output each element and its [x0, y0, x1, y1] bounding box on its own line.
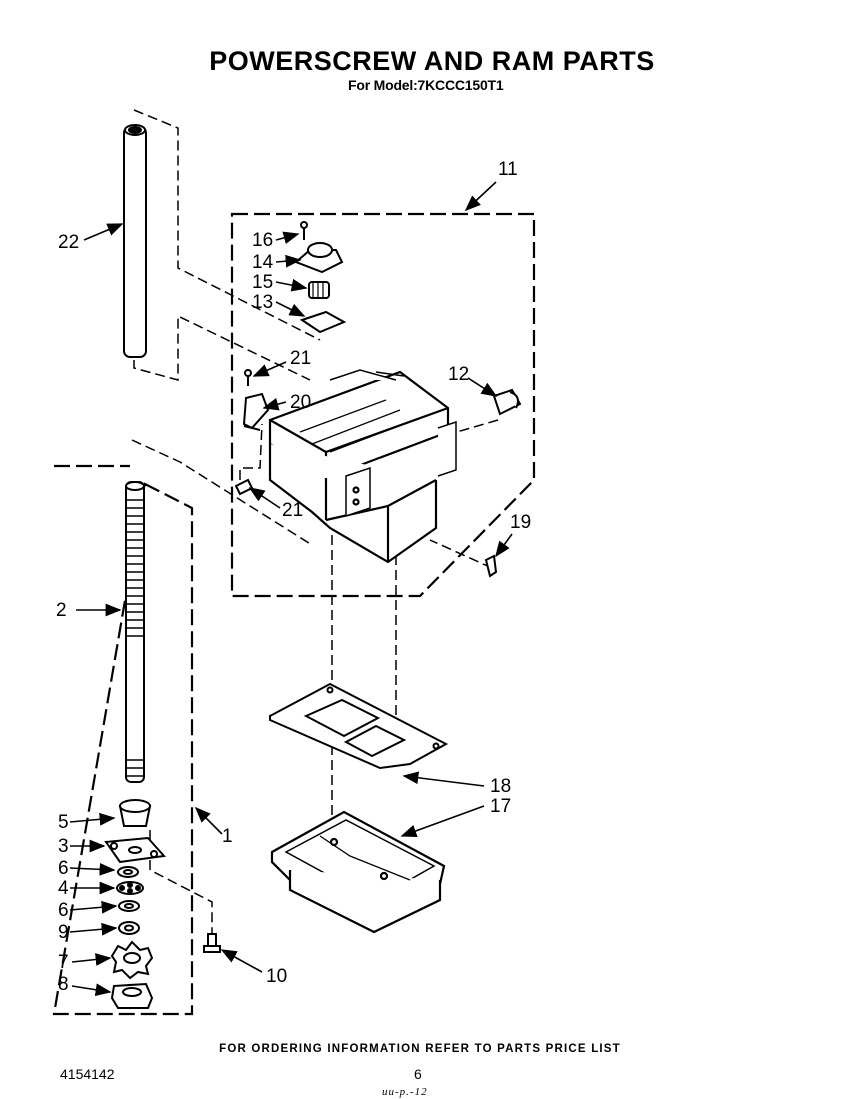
callout-10: 10 — [266, 966, 287, 987]
callout-11: 11 — [498, 159, 518, 180]
part-21-screw-upper — [244, 369, 252, 386]
page-title: POWERSCREW AND RAM PARTS — [209, 46, 655, 76]
leader-lines — [131, 109, 499, 936]
callout-18: 18 — [490, 776, 511, 797]
callout-14: 14 — [252, 252, 274, 273]
part-16-screw — [300, 221, 308, 240]
part-13-bracket — [299, 310, 347, 334]
part-4-bearing — [116, 881, 144, 895]
part-12-clip — [492, 388, 522, 416]
ordering-note: FOR ORDERING INFORMATION REFER TO PARTS … — [219, 1043, 621, 1055]
part-6-washer-lower — [118, 900, 140, 912]
callout-9: 9 — [58, 922, 69, 943]
callout-3: 3 — [58, 836, 69, 857]
callout-17: 17 — [490, 796, 511, 817]
part-21-screw-lower — [234, 478, 254, 496]
model-line: For Model:7KCCC150T1 — [348, 77, 504, 93]
callout-13: 13 — [252, 292, 273, 313]
callout-4: 4 — [58, 878, 69, 899]
part-9-washer — [118, 921, 140, 935]
document-number: 4154142 — [60, 1066, 115, 1082]
callout-7: 7 — [58, 952, 69, 973]
part-3-plate — [104, 836, 166, 864]
callout-arrows — [69, 181, 513, 997]
callout-16: 16 — [252, 230, 273, 251]
callout-22: 22 — [58, 232, 79, 253]
part-18-gasket — [269, 682, 449, 770]
assembly-bracket-11 — [230, 212, 536, 598]
callout-15: 15 — [252, 272, 273, 293]
ram-housing — [268, 369, 457, 564]
part-22-tube — [123, 124, 147, 358]
callout-5: 5 — [58, 812, 69, 833]
callout-2: 2 — [56, 600, 67, 621]
part-14-motor-mount — [294, 242, 344, 274]
part-6-washer-upper — [117, 866, 139, 878]
callout-20: 20 — [290, 392, 311, 413]
page-number: 6 — [414, 1066, 422, 1082]
handwritten-mark: uu-p.-12 — [382, 1086, 428, 1098]
part-7-sprocket — [110, 940, 154, 980]
callout-21-lower: 21 — [282, 500, 303, 521]
callout-19: 19 — [510, 512, 531, 533]
part-5-bushing — [118, 799, 152, 827]
part-19-screw — [484, 554, 498, 578]
part-17-tray — [270, 810, 446, 934]
part-10-screw — [203, 933, 221, 953]
callout-6-upper: 6 — [58, 858, 69, 879]
part-2-powerscrew — [125, 481, 145, 783]
part-15-gear — [308, 281, 330, 299]
callout-8: 8 — [58, 974, 69, 995]
assembly-bracket-1 — [52, 464, 194, 1016]
part-8-nut — [110, 982, 154, 1009]
callout-1: 1 — [222, 826, 233, 847]
callout-21-upper: 21 — [290, 348, 311, 369]
callout-12: 12 — [448, 364, 469, 385]
part-20-switch — [242, 392, 270, 431]
callout-6-lower: 6 — [58, 900, 69, 921]
